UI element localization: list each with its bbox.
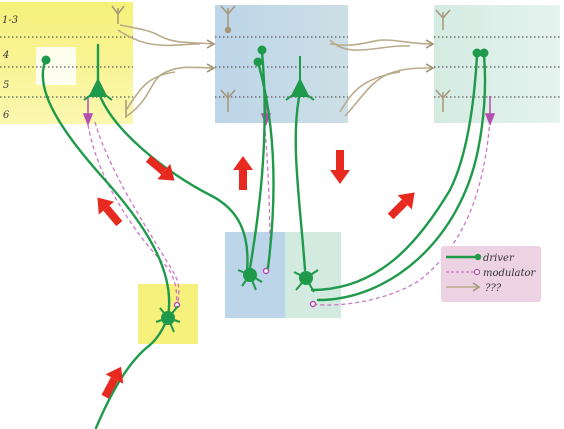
layer-label-5: 5 xyxy=(3,80,9,91)
unknown-arrowheads xyxy=(206,39,435,73)
driver-terminal-icon xyxy=(474,253,482,261)
legend-modulator-label: modulator xyxy=(483,268,537,279)
layer-label-6: 6 xyxy=(3,110,10,121)
red-arrow-to-cortex-1 xyxy=(97,197,123,227)
legend-driver: driver xyxy=(446,253,515,264)
cortical-area-1 xyxy=(0,2,133,124)
red-arrow-ascending-input xyxy=(101,366,124,399)
unknown-neurons xyxy=(111,5,451,118)
layer-label-4: 4 xyxy=(2,50,9,61)
legend-unknown: ??? xyxy=(446,282,502,294)
legend: driver modulator ??? xyxy=(441,246,541,302)
legend-modulator: modulator xyxy=(446,268,537,279)
cortical-area-3-region xyxy=(434,5,560,123)
legend-unknown-label: ??? xyxy=(485,283,502,294)
driver-neurons xyxy=(41,45,489,333)
cortical-area-2-region xyxy=(215,5,348,123)
layer-boundaries xyxy=(0,36,560,98)
red-arrow-cortex-2-to-thalamus xyxy=(330,150,350,184)
unknown-pathways xyxy=(117,24,434,117)
legend-driver-label: driver xyxy=(483,253,515,264)
legend-box xyxy=(441,246,541,302)
flow-arrows xyxy=(97,150,415,399)
red-arrow-cortex-1-to-thalamus xyxy=(145,155,175,181)
red-arrow-to-cortex-3 xyxy=(387,192,415,220)
unknown-arrowhead-icon xyxy=(472,282,481,292)
red-arrow-thalamus-to-cortex-2 xyxy=(233,156,253,190)
modulator-terminal-icon xyxy=(473,268,481,276)
layer-label-1-3: 1-3 xyxy=(2,15,18,26)
